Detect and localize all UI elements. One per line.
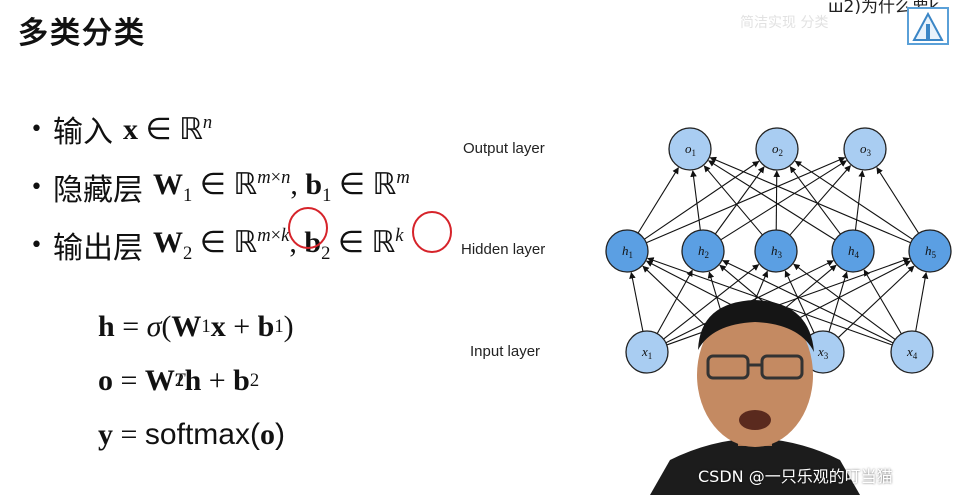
bullet-label: 输入 [52,115,113,150]
node-x1: x1 [625,330,669,374]
connection-arrow [709,156,911,244]
node-x4: x4 [890,330,934,374]
connection-arrow [876,166,920,234]
node-x3: x3 [801,330,845,374]
connection-arrow [794,160,913,240]
node-label: o2 [772,141,783,158]
node-h4: h4 [831,229,875,273]
bullet-hidden: • 隐藏层 W1 ∈ ℝm×n, b1 ∈ ℝm [30,158,410,216]
bullet-dot: • [30,174,43,200]
bullet-list: • 输入 x ∈ ℝn • 隐藏层 W1 ∈ ℝm×n, b1 ∈ ℝm • 输… [30,100,410,274]
node-h3: h3 [754,229,798,273]
connection-arrow [789,165,851,236]
connection-arrow [784,270,815,334]
connection-arrow [629,271,644,332]
connection-arrow [714,166,765,235]
node-label: o3 [860,141,872,158]
node-label: h3 [771,243,783,260]
bullet-dot: • [30,116,43,142]
node-o1: o1 [668,127,712,171]
connection-arrow [793,263,896,340]
node-label: h2 [698,243,709,260]
connection-arrow [720,160,847,241]
equation-softmax: y = softmax(o) [98,418,285,451]
connection-arrow [722,260,894,344]
output-formula: W2 ∈ ℝm×k, b2 ∈ ℝk [152,225,404,264]
csdn-watermark: CSDN @一只乐观的叮当猫 [698,467,893,486]
node-label: h4 [848,243,860,260]
hidden-layer-label: Hidden layer [461,241,546,258]
bullet-dot: • [30,232,43,258]
hidden-formula: W1 ∈ ℝm×n, b1 ∈ ℝm [152,167,410,206]
node-h1: h1 [605,229,649,273]
node-label: x4 [906,344,918,361]
connection-arrow [915,272,929,332]
connection-arrow [708,160,836,241]
connection-arrow [663,264,760,340]
connection-arrow [703,165,763,236]
node-h2: h2 [681,229,725,273]
output-layer-label: Output layer [463,140,545,157]
bullet-label: 输出层 [52,231,143,266]
node-h5: h5 [908,229,952,273]
node-label: x1 [641,344,652,361]
slide-title: 多类分类 [18,16,146,51]
annotation-circle-k1 [288,207,328,249]
bullet-input: • 输入 x ∈ ℝn [30,100,410,158]
input-layer-label: Input layer [470,343,541,360]
connection-arrow [656,269,693,334]
connection-arrow [828,271,849,333]
node-label: o1 [685,141,696,158]
softmax-text: softmax [144,418,250,451]
presenter-video-overlay [650,300,860,495]
connection-arrow [773,170,781,231]
connection-arrow [690,170,701,231]
corner-ghost-text: 简洁实现 分类 [740,15,829,31]
node-label: x3 [817,344,829,361]
node-o3: o3 [843,127,887,171]
input-formula: x ∈ ℝn [122,111,213,146]
connection-arrow [644,160,760,240]
connection-arrow [637,167,679,234]
node-o2: o2 [755,127,799,171]
presenter-logo-icon [907,7,949,45]
node-label: h1 [622,243,633,260]
annotation-circle-k2 [412,211,452,253]
node-label: h5 [925,243,937,260]
connection-arrow [863,269,902,335]
bullet-output: • 输出层 W2 ∈ ℝm×k, b2 ∈ ℝk [30,216,410,274]
connection-arrow [837,265,915,338]
bullet-label: 隐藏层 [52,173,143,208]
connection-arrow [789,166,841,235]
